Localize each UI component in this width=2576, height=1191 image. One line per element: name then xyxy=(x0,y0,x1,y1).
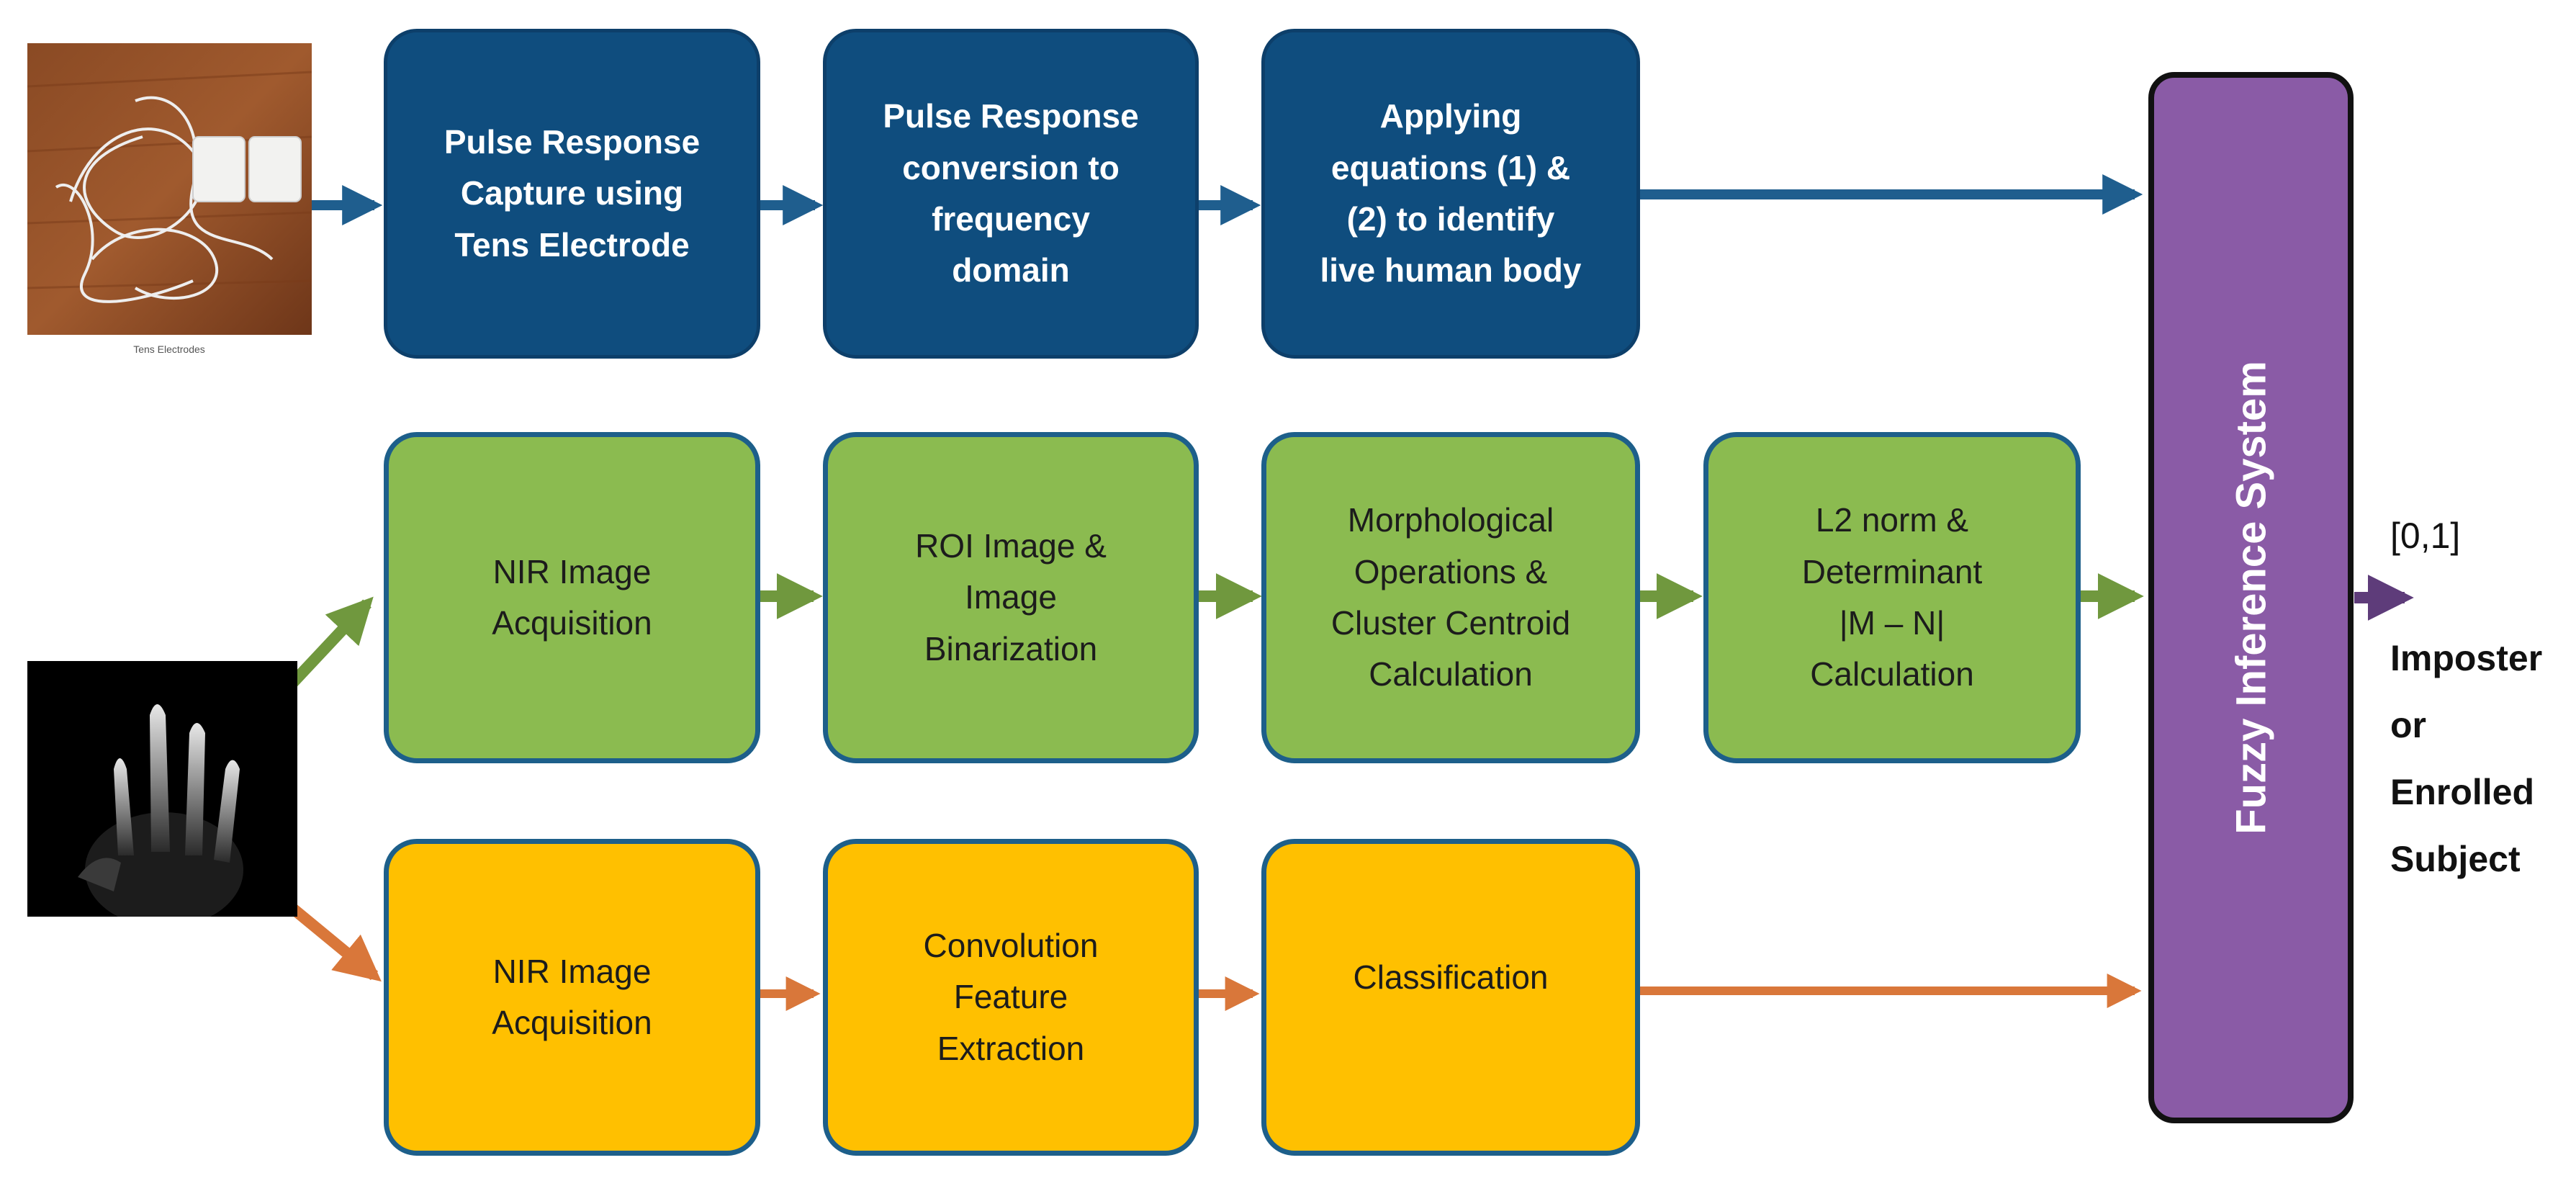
output-line-enrolled: Enrolled xyxy=(2390,772,2535,812)
nir-image-acquisition-label: NIR Image Acquisition xyxy=(492,552,652,642)
classification-label: Classification xyxy=(1353,958,1549,996)
convolution-feature-extraction-box: Convolution Feature Extraction xyxy=(823,839,1199,1156)
pulse-response-capture-label: Pulse Response Capture using Tens Electr… xyxy=(443,123,701,264)
l2-norm-determinant-label: L2 norm & Determinant |M – N| Calculatio… xyxy=(1801,501,1983,693)
arrow-hand-to-nir-acquisition-2 xyxy=(280,896,382,982)
apply-equations-label: Applying equations (1) & (2) to identify… xyxy=(1320,97,1582,289)
photo-caption: Tens Electrodes xyxy=(133,343,205,355)
convolution-feature-extraction-label: Convolution Feature Extraction xyxy=(923,927,1099,1067)
pulse-response-conversion-label: Pulse Response conversion to frequency d… xyxy=(883,97,1139,289)
tens-electrode-image: Tens Electrodes xyxy=(27,43,312,360)
output-line-subject: Subject xyxy=(2390,839,2521,879)
l2-norm-determinant-box: L2 norm & Determinant |M – N| Calculatio… xyxy=(1703,432,2081,763)
output-line-or: or xyxy=(2390,705,2426,745)
roi-binarization-box: ROI Image & Image Binarization xyxy=(823,432,1199,763)
output-line-imposter: Imposter xyxy=(2390,638,2543,678)
morphological-operations-label: Morphological Operations & Cluster Centr… xyxy=(1330,501,1571,693)
nir-hand-image xyxy=(27,661,297,927)
nir-image-acquisition-cnn-label: NIR Image Acquisition xyxy=(492,952,652,1041)
nir-hand-photo xyxy=(27,661,297,927)
morphological-operations-box: Morphological Operations & Cluster Centr… xyxy=(1261,432,1640,763)
pulse-response-conversion-box: Pulse Response conversion to frequency d… xyxy=(823,29,1199,359)
fuzzy-inference-system-box: Fuzzy Inference System xyxy=(2148,72,2354,1123)
nir-image-acquisition-box: NIR Image Acquisition xyxy=(384,432,760,763)
tens-electrode-photo: Tens Electrodes xyxy=(27,43,312,360)
roi-binarization-label: ROI Image & Image Binarization xyxy=(915,527,1107,668)
nir-image-acquisition-cnn-box: NIR Image Acquisition xyxy=(384,839,760,1156)
fuzzy-inference-system-label: Fuzzy Inference System xyxy=(2228,361,2274,835)
apply-equations-box: Applying equations (1) & (2) to identify… xyxy=(1261,29,1640,359)
output-result: Imposter or Enrolled Subject xyxy=(2390,625,2542,893)
classification-box: Classification xyxy=(1261,839,1640,1156)
pulse-response-capture-box: Pulse Response Capture using Tens Electr… xyxy=(384,29,760,359)
arrow-hand-to-nir-acquisition xyxy=(287,596,374,688)
output-range: [0,1] xyxy=(2390,516,2461,556)
